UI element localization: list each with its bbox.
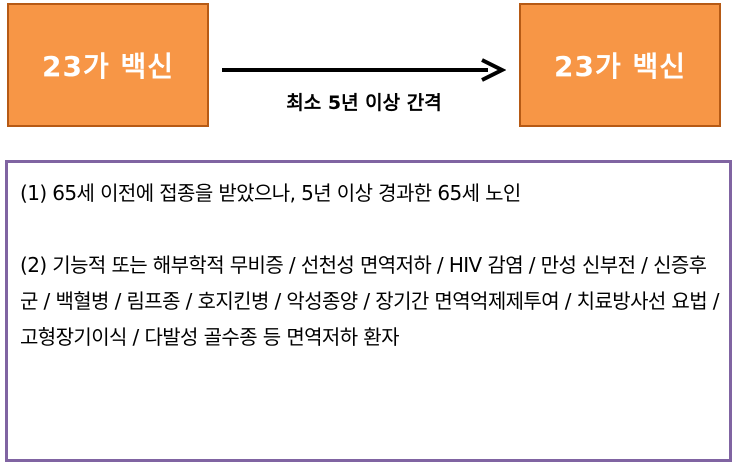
condition-item-2: (2) 기능적 또는 해부학적 무비증 / 선천성 면역저하 / HIV 감염 … [20,253,720,349]
vaccine-from-label: 23가 백신 [42,50,174,83]
vaccine-box-from: 23가 백신 [7,3,209,127]
vaccine-box-to: 23가 백신 [519,3,721,127]
interval-label: 최소 5년 이상 간격 [286,92,442,114]
spacer [20,211,719,247]
arrow-right-icon [222,58,506,82]
vaccine-to-label: 23가 백신 [554,50,686,83]
condition-item-1: (1) 65세 이전에 접종을 받았으나, 5년 이상 경과한 65세 노인 [20,181,521,205]
conditions-panel: (1) 65세 이전에 접종을 받았으나, 5년 이상 경과한 65세 노인 (… [5,160,732,462]
